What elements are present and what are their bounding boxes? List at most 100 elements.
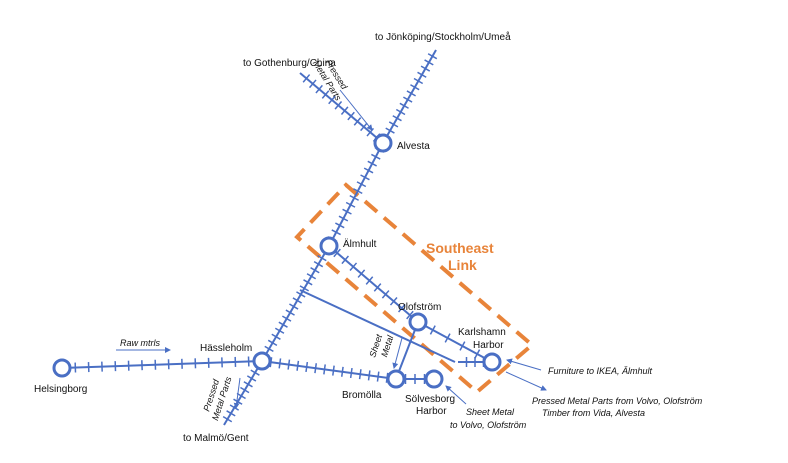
rail-tick [243,381,253,388]
rail-tick [424,59,434,66]
rail-tick [303,279,313,286]
station-bromolla-label: Bromölla [342,390,382,401]
rail-tick [349,262,358,272]
rail-tick [376,371,380,382]
rail-tick [308,79,317,89]
station-solvesborg-label-2: Harbor [416,406,447,417]
station-almhult-marker[interactable] [319,236,339,256]
rail-tick [333,248,341,258]
rail-tick [302,74,311,83]
station-olofstrom-marker[interactable] [408,312,428,332]
rail-tick [381,290,390,299]
rail-tick [357,269,366,278]
rail-tick [338,215,349,222]
rail-tick [296,291,306,298]
station-alvesta-label: Alvesta [397,141,430,152]
rail-tick [299,285,310,292]
furniture-ikea-arrow [506,358,542,371]
rail-gothenburg-alvesta [299,72,384,144]
station-hassleholm-label: Hässleholm [200,343,252,354]
station-olofstrom-label: Olofström [398,302,441,313]
sheet-metal-vertical-arrow [392,337,403,369]
rail-tick [398,303,406,313]
rail-tick [345,201,356,208]
station-solvesborg-marker[interactable] [424,369,444,389]
rail-tick [363,167,374,174]
rail-tick [296,360,300,371]
raw-materials-label: Raw mtrls [120,338,160,348]
rail-helsingborg-hassleholm [61,360,263,369]
rail-tick [340,366,344,377]
rail-tick [313,260,324,268]
rail-tick [334,101,343,110]
rail-tick [403,96,413,103]
rail-tick [310,267,320,274]
rail-north-alvesta [382,49,437,144]
station-bromolla-marker[interactable] [386,369,406,389]
rail-tick [358,369,362,380]
rail-tick [353,188,363,195]
rail-tick [427,53,438,60]
rail-tick [278,358,282,369]
rail-tick [349,367,353,379]
rail-tick [474,349,481,359]
rail-tick [274,327,285,334]
southeast-link-region [294,182,536,395]
rail-tick [292,297,302,304]
rail-tick [399,102,409,109]
rail-tick [289,303,299,310]
rail-tick [356,181,367,188]
rail-tick [406,90,416,97]
export-arrow [505,371,547,391]
rail-tick [264,345,274,353]
rail-alvesta-almhult [328,142,384,247]
rail-tick [342,208,352,215]
rail-tick [314,363,318,374]
station-karlshamn-marker[interactable] [482,352,502,372]
destination-north-label: to Jönköping/Stockholm/Umeå [375,31,511,43]
station-alvesta-marker[interactable] [373,133,393,153]
rail-tick [349,194,359,201]
station-karlshamn-label-2: Harbor [473,340,504,351]
sheet-metal-volvo-label-2: to Volvo, Olofström [450,420,527,430]
rail-tick [267,339,278,347]
rail-tick [360,174,370,181]
rail-tick [373,283,382,292]
rail-tick [226,410,236,417]
rail-tick [317,254,327,262]
rail-tick [332,365,335,376]
rail-tick [371,153,381,160]
rail-olofstrom-bromolla [395,321,419,380]
rail-tick [321,90,330,99]
rail-tick [315,84,323,94]
rail-almhult-olofstrom [328,245,419,323]
furniture-ikea-label: Furniture to IKEA, Älmhult [548,366,653,376]
stations [52,133,502,389]
rail-tick [367,160,377,167]
region-label-1: Southeast [426,240,494,256]
rail-tick [278,321,288,328]
rail-tick [367,370,371,381]
rail-tick [323,364,326,375]
rail-tick [328,95,336,105]
rail-tick [250,369,260,376]
rail-tick [305,361,309,373]
rail-tick [392,115,402,122]
rail-tick [459,341,466,351]
station-helsingborg-marker[interactable] [52,358,72,378]
rail-tick [365,276,374,285]
sheet-metal-volvo-arrow [445,385,467,405]
rail-tick [222,415,233,423]
rail-tick [233,398,243,405]
rail-tick [340,106,349,115]
station-almhult-label: Älmhult [343,238,377,250]
rail-tick [406,310,414,320]
rail-tick [246,375,257,382]
station-hassleholm-marker[interactable] [252,351,272,371]
pressed-south-arrow [233,377,241,409]
rail-tick [306,273,317,280]
rail-tick [347,111,355,121]
rail-hassleholm-malmo [223,360,263,426]
rail-tick [388,121,399,128]
